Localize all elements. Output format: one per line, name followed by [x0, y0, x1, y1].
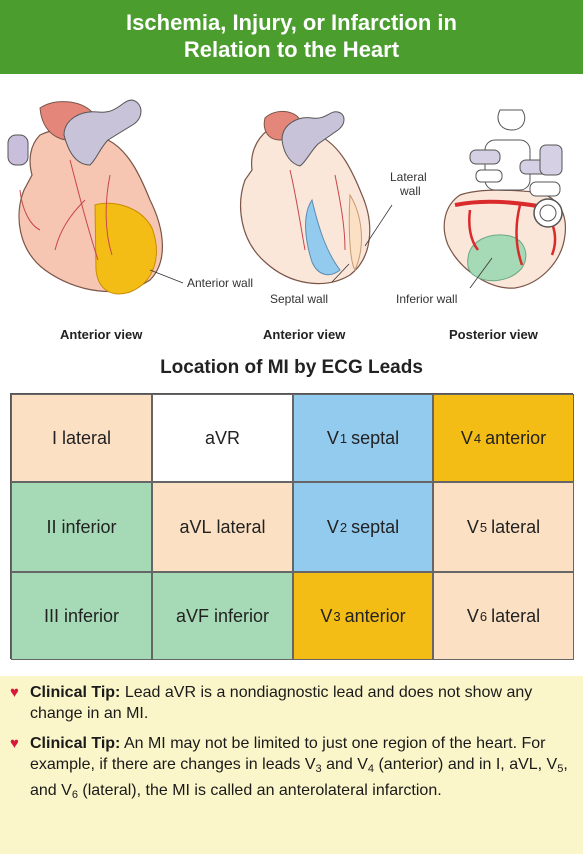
table-cell-lead-iii: III inferior: [11, 572, 152, 660]
table-cell-lead-ii: II inferior: [11, 482, 152, 572]
tip-2-sub-d: 6: [71, 789, 78, 801]
cell-region: inferior: [214, 605, 270, 626]
tip-2-text-e: (lateral), the MI is called an anterolat…: [77, 782, 442, 799]
tip-2-label: Clinical Tip:: [30, 735, 121, 752]
table-title: Location of MI by ECG Leads: [160, 357, 423, 378]
tip-2-text-c: (anterior) and in I, aVL, V: [374, 756, 558, 773]
view-label-3: Posterior view: [449, 327, 538, 342]
title-line-1: Ischemia, Injury, or Infarction in: [126, 10, 457, 35]
clinical-tip-2: ♥ Clinical Tip: An MI may not be limited…: [8, 733, 569, 806]
heart-illustrations: Anterior wall Septal wall Lateral wall I…: [7, 99, 567, 306]
cell-region: inferior: [61, 516, 117, 537]
table-cell-lead-avf: aVF inferior: [152, 572, 293, 660]
tip-2-sub-a: 3: [315, 763, 322, 775]
header-banner: Ischemia, Injury, or Infarction in Relat…: [0, 0, 583, 74]
tip-2-sub-c: 5: [557, 763, 564, 775]
cell-region: inferior: [64, 605, 120, 626]
table-cell-lead-i: I lateral: [11, 394, 152, 482]
label-anterior-wall: Anterior wall: [187, 276, 253, 290]
cell-lead: aVL: [179, 516, 212, 537]
cell-lead-sub: 1: [339, 430, 348, 446]
clinical-tip-1: ♥ Clinical Tip: Lead aVR is a nondiagnos…: [8, 682, 569, 724]
cell-lead: II: [46, 516, 57, 537]
label-inferior-wall: Inferior wall: [396, 292, 457, 306]
cell-lead: V: [326, 427, 339, 448]
cell-lead: V: [460, 427, 473, 448]
tip-2-text-b: and V: [321, 756, 368, 773]
cell-region: lateral: [491, 516, 541, 537]
view-label-1: Anterior view: [60, 327, 143, 342]
cell-lead-sub: 5: [479, 519, 488, 535]
heart-inferior-wall: [443, 109, 567, 289]
heart-septal-lateral-wall: [240, 111, 393, 285]
label-lateral-wall-2: wall: [399, 184, 421, 198]
cell-lead: V: [326, 516, 339, 537]
tip-2-text-a: An MI may not be limited to just one reg…: [30, 735, 546, 773]
cell-lead: V: [466, 605, 479, 626]
cell-region: lateral: [491, 605, 541, 626]
cell-region: lateral: [62, 427, 112, 448]
view-label-2: Anterior view: [263, 327, 346, 342]
cell-lead: I: [51, 427, 57, 448]
cell-region: anterior: [344, 605, 406, 626]
cell-lead: III: [43, 605, 59, 626]
label-lateral-wall-1: Lateral: [390, 170, 427, 184]
cell-region: septal: [351, 427, 400, 448]
cell-lead-sub: 2: [339, 519, 348, 535]
tip-1-text: Lead aVR is a nondiagnostic lead and doe…: [30, 684, 533, 722]
heart-bullet-icon: ♥: [10, 735, 19, 752]
tip-1-label: Clinical Tip:: [30, 684, 121, 701]
tip-2-sub-b: 4: [367, 763, 375, 775]
cell-lead-sub: 4: [473, 430, 482, 446]
cell-region: lateral: [216, 516, 266, 537]
heart-anterior-wall: [7, 99, 184, 295]
cell-region: septal: [351, 516, 400, 537]
clinical-tips-box: ♥ Clinical Tip: Lead aVR is a nondiagnos…: [0, 676, 583, 854]
cell-region: anterior: [485, 427, 547, 448]
tip-2-text-d: , and V: [30, 756, 568, 799]
label-septal-wall: Septal wall: [270, 292, 328, 306]
title-line-2: Relation to the Heart: [183, 37, 400, 62]
heart-bullet-icon: ♥: [10, 684, 19, 701]
table-cell-lead-avl: aVL lateral: [152, 482, 293, 572]
cell-lead: V: [466, 516, 479, 537]
cell-lead-sub: 3: [333, 608, 341, 624]
cell-lead: aVF: [175, 605, 209, 626]
cell-lead-sub: 6: [479, 608, 488, 624]
table-cell-lead-avr: aVR: [152, 394, 293, 482]
cell-lead: V: [320, 605, 333, 626]
cell-lead: aVR: [204, 427, 240, 448]
